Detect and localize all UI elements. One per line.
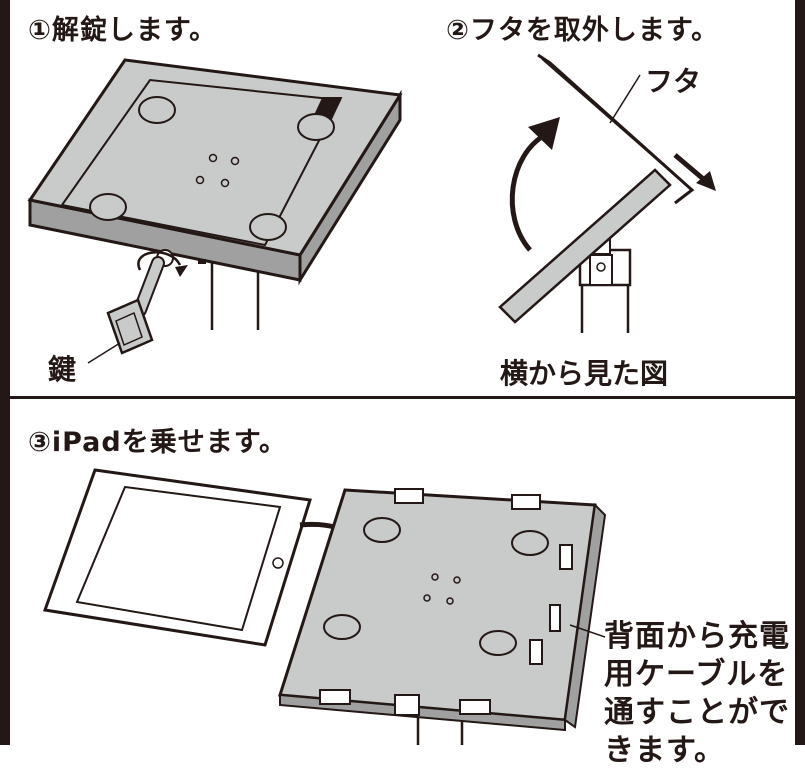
lid-label: フタ xyxy=(645,65,702,98)
cable-note-line: きます。 xyxy=(604,733,725,768)
left-border xyxy=(0,0,10,745)
step2-title: ②フタを取外します。 xyxy=(446,15,720,46)
cable-note-line: 用ケーブルを xyxy=(604,657,789,692)
cable-note: 背面から充電 用ケーブルを 通すことがで きます。 xyxy=(604,618,790,770)
cable-note-line: 通すことがで xyxy=(604,695,790,730)
side-view-caption: 横から見た図 xyxy=(500,357,669,390)
ipad-icon xyxy=(42,468,312,647)
cable-note-line: 背面から充電 xyxy=(604,619,790,654)
step1-illustration xyxy=(27,58,403,364)
key-icon xyxy=(106,256,165,355)
right-border xyxy=(795,0,805,745)
step3-illustration xyxy=(42,468,607,745)
step2-illustration xyxy=(498,53,716,333)
step1-title: ①解錠します。 xyxy=(28,15,218,46)
section-divider xyxy=(0,396,805,399)
key-label: 鍵 xyxy=(48,353,77,386)
step3-title: ③iPadを乗せます。 xyxy=(28,427,288,458)
